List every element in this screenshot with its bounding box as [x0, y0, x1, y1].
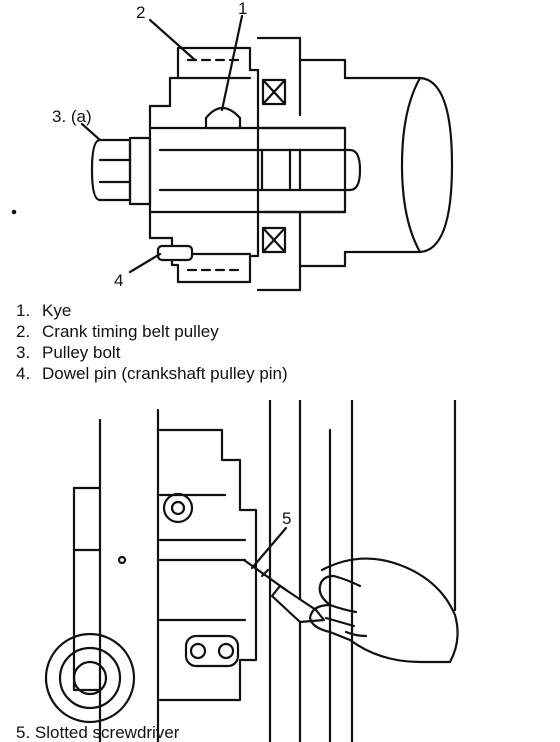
crankshaft-end-curve: [400, 76, 422, 254]
callout-2: 2: [136, 3, 146, 22]
pulley-housing: [158, 428, 258, 702]
screwdriver-holding-diagram: 5: [0, 400, 560, 742]
hand: [308, 557, 459, 664]
legend-number: 2.: [16, 322, 31, 341]
legend-number: 1.: [16, 301, 31, 320]
housing-lower: [256, 250, 347, 292]
callout-3a: 3. (a): [52, 107, 92, 126]
housing-bolt: [162, 492, 194, 524]
housing-upper: [256, 36, 347, 80]
bolt-shank: [158, 148, 362, 192]
screwdriver-drawing: [44, 400, 459, 742]
callout-1: 1: [238, 0, 248, 18]
screwdriver-handle: [270, 584, 326, 624]
legend-text: Kye: [42, 301, 72, 320]
crank-snout: [148, 126, 347, 214]
legend-text: Crank timing belt pulley: [42, 322, 219, 341]
dowel-pin: [156, 244, 194, 262]
crankshaft-pulley-diagram: 2 1 3. (a) 4: [0, 0, 560, 300]
legend-item: 4. Dowel pin (crankshaft pulley pin): [16, 363, 536, 384]
legend-number: 3.: [16, 343, 31, 362]
crankshaft-body: [343, 76, 454, 254]
legend-text: 5. Slotted screwdriver: [16, 724, 180, 742]
callout-5: 5: [282, 509, 292, 528]
legend-number: 4.: [16, 364, 31, 383]
legend-item: 1. Kye: [16, 300, 536, 321]
figure2-legend: 5. Slotted screwdriver: [16, 724, 179, 742]
legend-item: 3. Pulley bolt: [16, 342, 536, 363]
callout-4: 4: [114, 271, 124, 290]
legend-text: Dowel pin (crankshaft pulley pin): [42, 364, 288, 383]
legend-text: Pulley bolt: [42, 343, 121, 362]
timing-pulley-outline: [148, 46, 260, 284]
bolt-head: [90, 138, 132, 202]
key-shape: [204, 106, 242, 130]
figure1-legend: 1. Kye 2. Crank timing belt pulley 3. Pu…: [16, 300, 536, 384]
legend-item: 2. Crank timing belt pulley: [16, 321, 536, 342]
lower-pulley: [44, 632, 136, 724]
crankshaft-pulley-drawing: [11, 14, 454, 292]
